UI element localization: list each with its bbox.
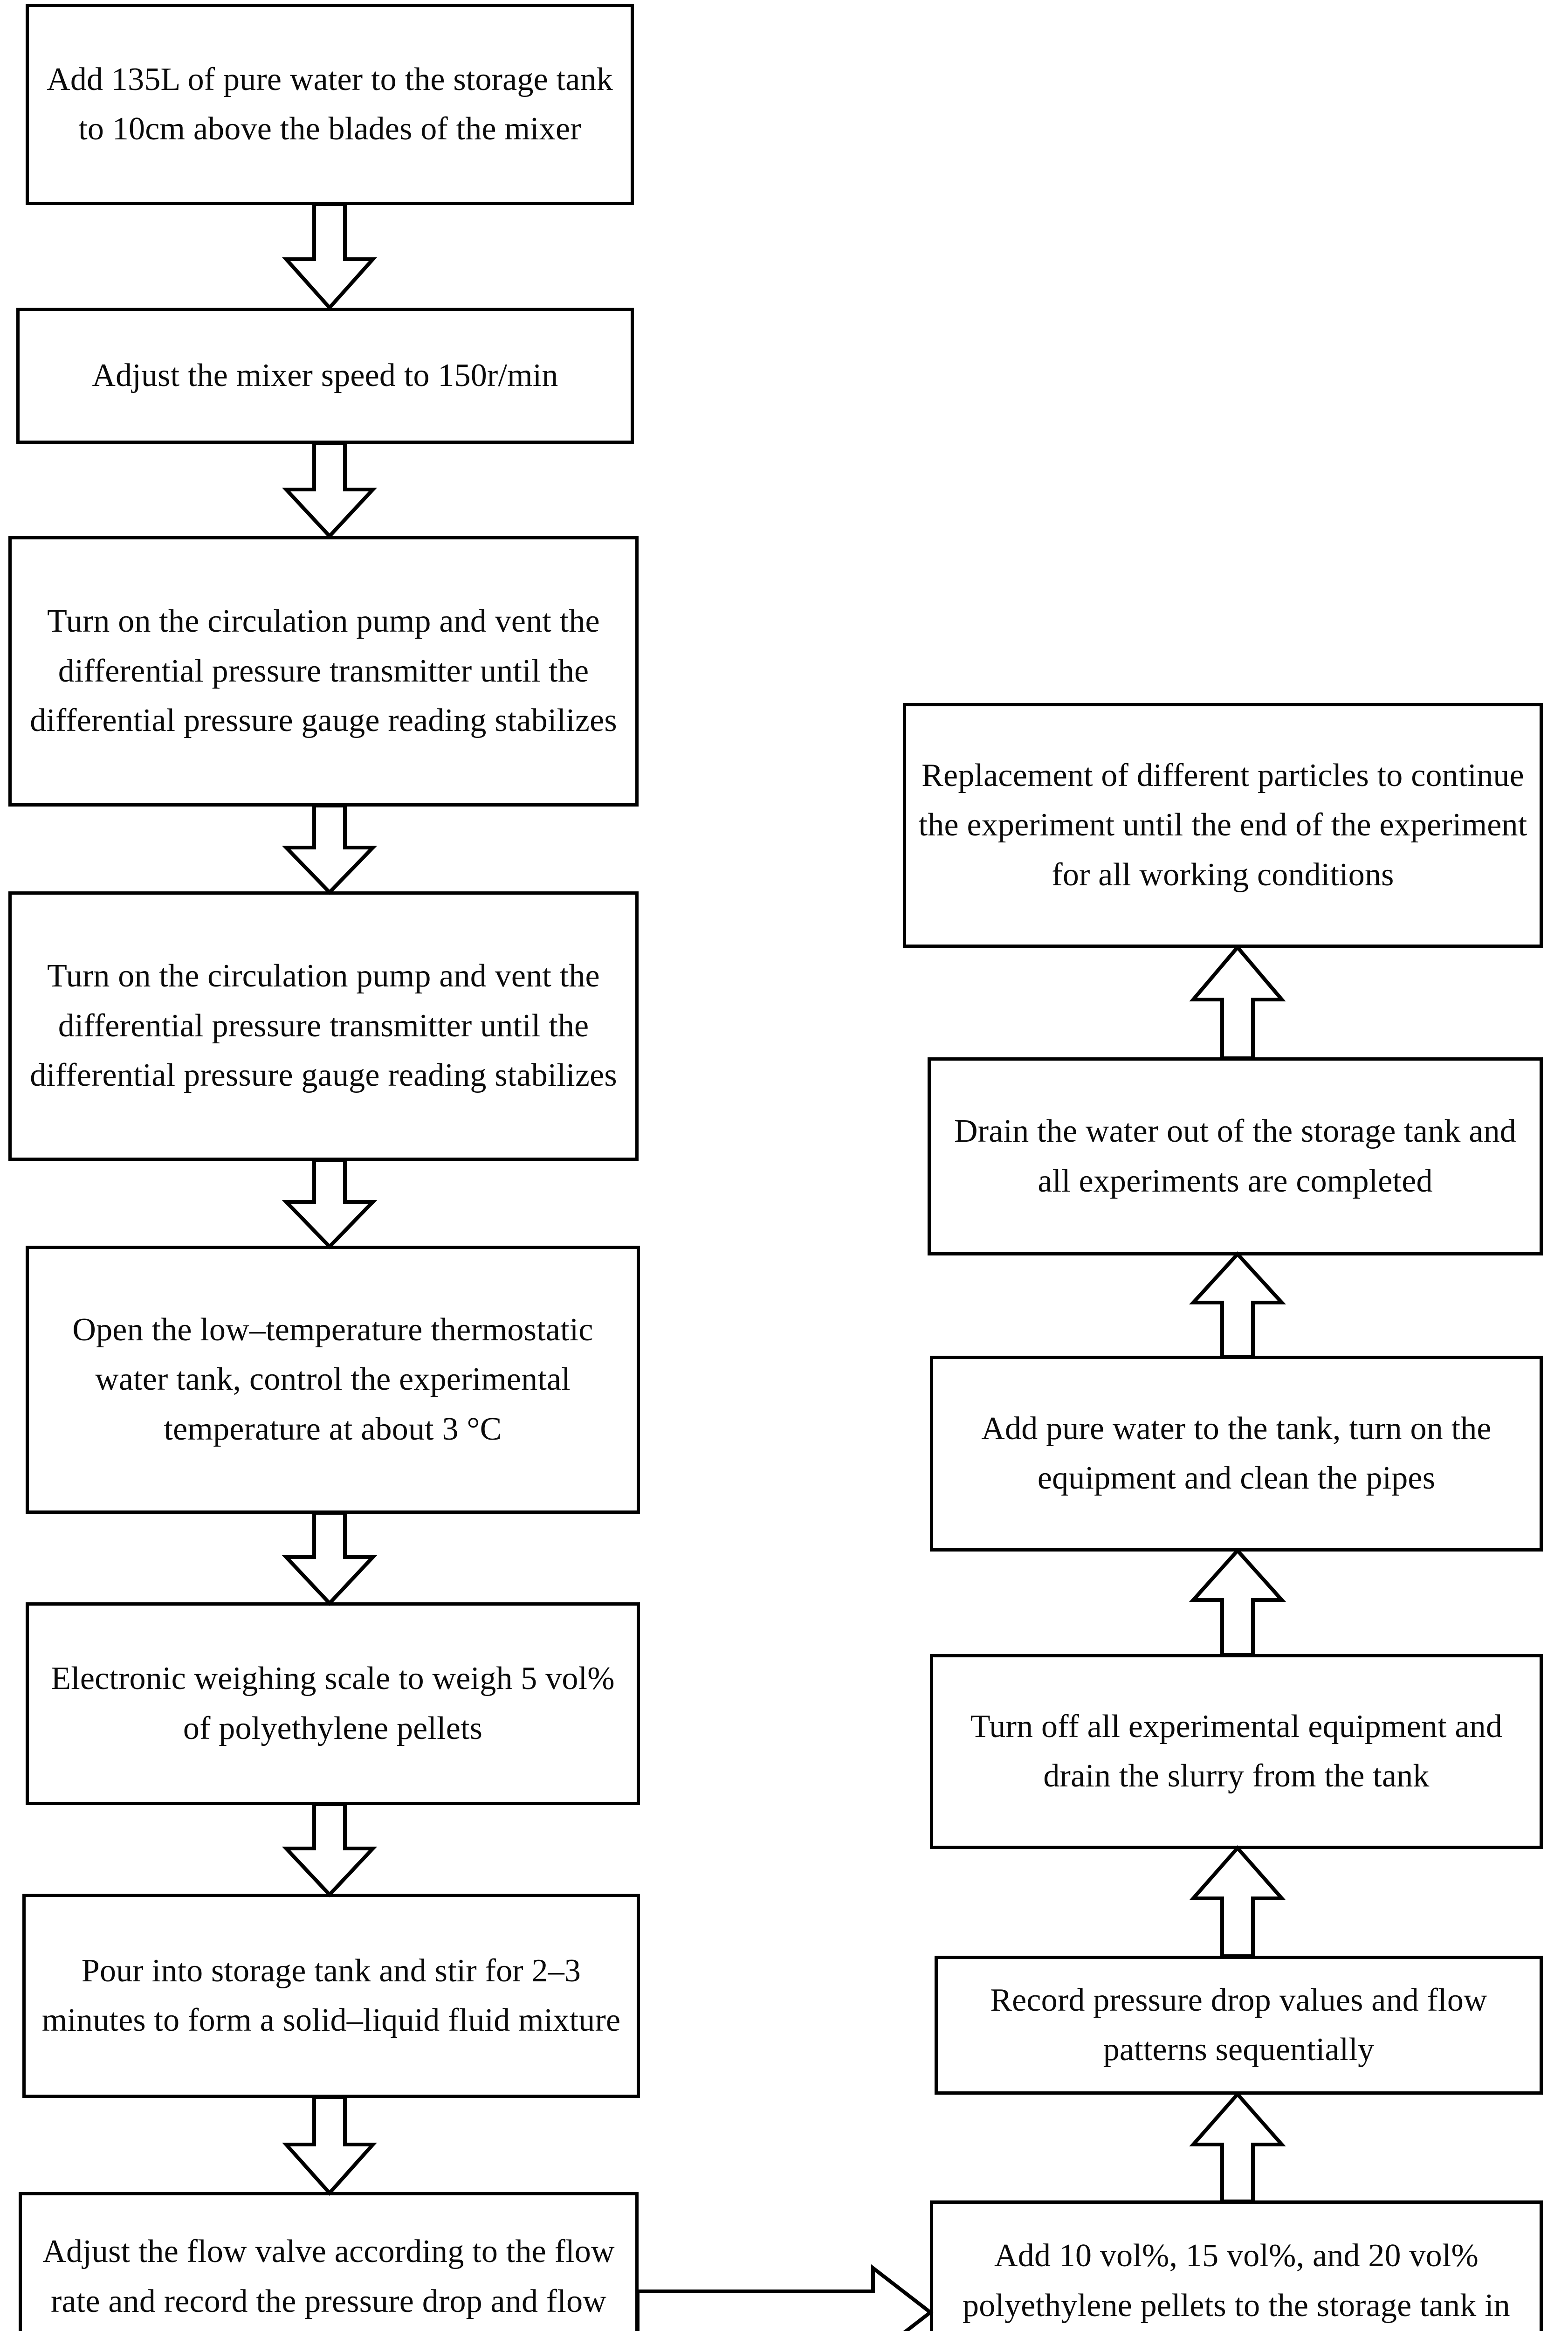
flow-node-L4-label: Turn on the circulation pump and vent th… bbox=[30, 958, 617, 1094]
flow-node-L1-label: Add 135L of pure water to the storage ta… bbox=[47, 61, 613, 147]
flow-node-L5: Open the low–temperature thermostatic wa… bbox=[26, 1246, 640, 1514]
flow-node-L7-label: Pour into storage tank and stir for 2–3 … bbox=[41, 1952, 621, 2038]
flow-node-L6-label: Electronic weighing scale to weigh 5 vol… bbox=[51, 1661, 615, 1746]
flow-node-R4: Turn off all experimental equipment and … bbox=[930, 1654, 1543, 1849]
flow-node-R1-label: Replacement of different particles to co… bbox=[918, 757, 1527, 893]
flow-arrow-R4-R3 bbox=[1184, 1548, 1291, 1657]
flow-node-L8-label: Adjust the flow valve according to the f… bbox=[42, 2234, 615, 2319]
flow-arrow-L4-L5 bbox=[276, 1158, 383, 1249]
flow-node-L1: Add 135L of pure water to the storage ta… bbox=[26, 4, 634, 205]
flow-node-R3-label: Add pure water to the tank, turn on the … bbox=[981, 1410, 1492, 1496]
flow-arrow-L6-L7 bbox=[276, 1802, 383, 1897]
flow-arrow-L3-L4 bbox=[276, 804, 383, 895]
flow-node-L7: Pour into storage tank and stir for 2–3 … bbox=[22, 1894, 640, 2098]
flow-arrow-L1-L2 bbox=[276, 202, 383, 311]
flow-node-L3-label: Turn on the circulation pump and vent th… bbox=[30, 603, 617, 739]
flow-arrow-R6-R5 bbox=[1184, 2091, 1291, 2203]
flow-node-R6-label: Add 10 vol%, 15 vol%, and 20 vol% polyet… bbox=[963, 2238, 1510, 2324]
flow-arrow-L2-L3 bbox=[276, 441, 383, 539]
flow-arrow-R5-R4 bbox=[1184, 1845, 1291, 1958]
flow-arrow-R2-R1 bbox=[1184, 944, 1291, 1060]
flow-node-L6: Electronic weighing scale to weigh 5 vol… bbox=[26, 1602, 640, 1805]
flow-node-R2-label: Drain the water out of the storage tank … bbox=[954, 1113, 1516, 1199]
flow-node-L8: Adjust the flow valve according to the f… bbox=[19, 2192, 639, 2331]
flow-node-R5-label: Record pressure drop values and flow pat… bbox=[990, 1982, 1487, 2068]
flow-node-L2: Adjust the mixer speed to 150r/min bbox=[16, 308, 634, 444]
flow-arrow-L8-R6 bbox=[636, 2264, 934, 2331]
flow-node-R2: Drain the water out of the storage tank … bbox=[928, 1057, 1543, 1255]
flow-node-R6: Add 10 vol%, 15 vol%, and 20 vol% polyet… bbox=[930, 2200, 1543, 2331]
flow-node-L4: Turn on the circulation pump and vent th… bbox=[8, 891, 639, 1161]
flow-node-R4-label: Turn off all experimental equipment and … bbox=[970, 1708, 1503, 1794]
flow-arrow-L5-L6 bbox=[276, 1511, 383, 1606]
flow-arrow-R3-R2 bbox=[1184, 1251, 1291, 1359]
flow-node-R1: Replacement of different particles to co… bbox=[903, 703, 1543, 948]
flow-node-L2-label: Adjust the mixer speed to 150r/min bbox=[92, 357, 558, 393]
flow-node-L3: Turn on the circulation pump and vent th… bbox=[8, 536, 639, 807]
flow-arrow-L7-L8 bbox=[276, 2095, 383, 2196]
flow-node-R5: Record pressure drop values and flow pat… bbox=[935, 1956, 1543, 2095]
flow-node-R3: Add pure water to the tank, turn on the … bbox=[930, 1356, 1543, 1552]
flow-node-L5-label: Open the low–temperature thermostatic wa… bbox=[72, 1311, 593, 1447]
